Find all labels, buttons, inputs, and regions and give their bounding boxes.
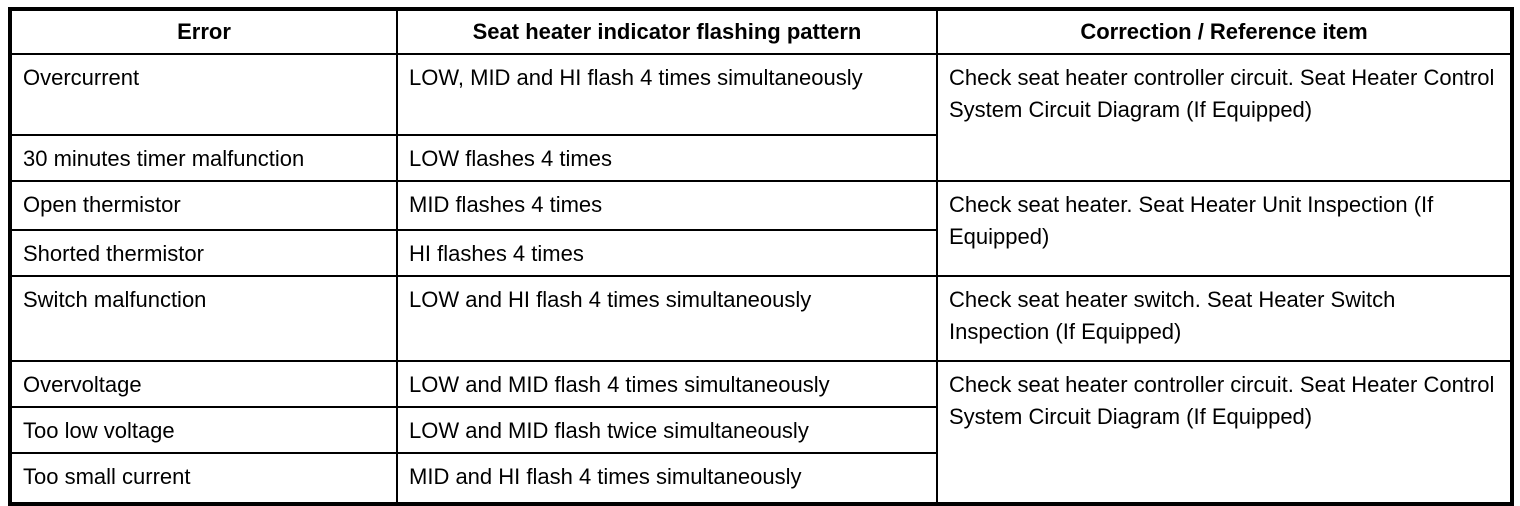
correction-cell: Check seat heater switch. Seat Heater Sw… (936, 275, 1513, 362)
error-cell: Too low voltage (9, 406, 398, 454)
pattern-cell: MID flashes 4 times (396, 180, 938, 231)
correction-cell: Check seat heater controller circuit. Se… (936, 53, 1513, 182)
pattern-cell: HI flashes 4 times (396, 229, 938, 277)
column-header-flashing-pattern: Seat heater indicator flashing pattern (396, 8, 938, 55)
table-row: 30 minutes timer malfunction LOW flashes… (9, 134, 1512, 182)
pattern-cell: MID and HI flash 4 times simultaneously (396, 452, 938, 505)
column-header-error: Error (9, 8, 398, 55)
pattern-cell: LOW and MID flash twice simultaneously (396, 406, 938, 454)
table-row: Switch malfunction LOW and HI flash 4 ti… (9, 275, 1513, 362)
error-cell: Open thermistor (9, 180, 398, 231)
table-body: Overcurrent LOW, MID and HI flash 4 time… (9, 53, 1513, 505)
table-row: Overcurrent LOW, MID and HI flash 4 time… (9, 53, 1513, 182)
correction-cell: Check seat heater. Seat Heater Unit Insp… (936, 180, 1513, 277)
error-cell: Switch malfunction (9, 275, 398, 362)
pattern-cell: LOW and HI flash 4 times simultaneously (396, 275, 938, 362)
error-cell: Too small current (9, 452, 398, 505)
table-row: Too small current MID and HI flash 4 tim… (9, 452, 1512, 505)
error-cell: Overvoltage (9, 360, 398, 408)
table-header-row: Error Seat heater indicator flashing pat… (9, 8, 1513, 55)
error-cell: 30 minutes timer malfunction (9, 134, 398, 182)
table-row: Open thermistor MID flashes 4 times Chec… (9, 180, 1513, 277)
correction-cell: Check seat heater controller circuit. Se… (936, 360, 1513, 505)
table-row: Overvoltage LOW and MID flash 4 times si… (9, 360, 1513, 505)
pattern-cell: LOW and MID flash 4 times simultaneously (396, 360, 938, 408)
table-row: Too low voltage LOW and MID flash twice … (9, 406, 1512, 454)
pattern-cell: LOW, MID and HI flash 4 times simultaneo… (396, 53, 938, 136)
column-header-correction: Correction / Reference item (936, 8, 1513, 55)
error-cell: Shorted thermistor (9, 229, 398, 277)
error-cell: Overcurrent (9, 53, 398, 136)
seat-heater-fault-table: Error Seat heater indicator flashing pat… (8, 7, 1514, 506)
table-row: Shorted thermistor HI flashes 4 times (9, 229, 1512, 277)
pattern-cell: LOW flashes 4 times (396, 134, 938, 182)
